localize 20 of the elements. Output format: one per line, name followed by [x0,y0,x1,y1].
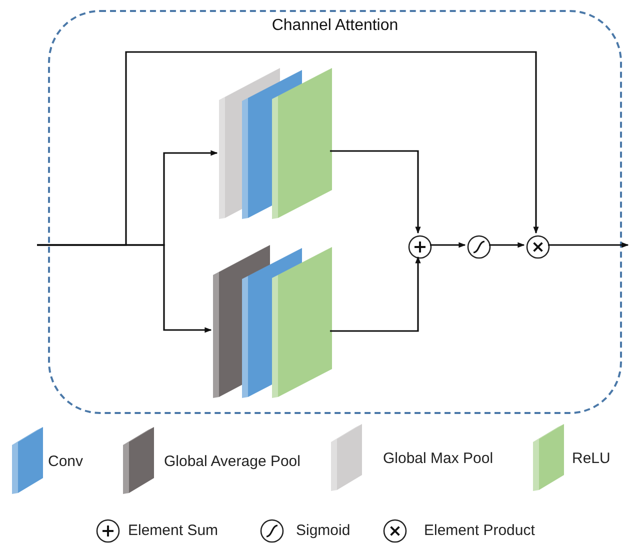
group-title: Channel Attention [272,17,398,35]
legend-label: Conv [48,453,84,470]
legend-label: Global Max Pool [383,450,494,467]
sigmoid-operator-circle [467,235,491,259]
arrow [548,242,629,248]
arrow [489,242,525,248]
arrow [330,150,421,234]
arrow [330,256,421,332]
layer-stack-drawing [213,245,332,397]
layer-stack-drawing [219,68,332,218]
arrow [37,51,539,246]
legend-label: Sigmoid [296,522,350,539]
sum-operator-circle [408,235,432,259]
dashed-group-frame [48,10,622,414]
product-operator-circle [526,235,550,259]
legend-label: Global Average Pool [164,453,300,470]
arrow [430,242,466,248]
legend-label: Element Sum [128,522,218,539]
legend-label: ReLU [572,450,610,467]
legend-label: Element Product [424,522,535,539]
